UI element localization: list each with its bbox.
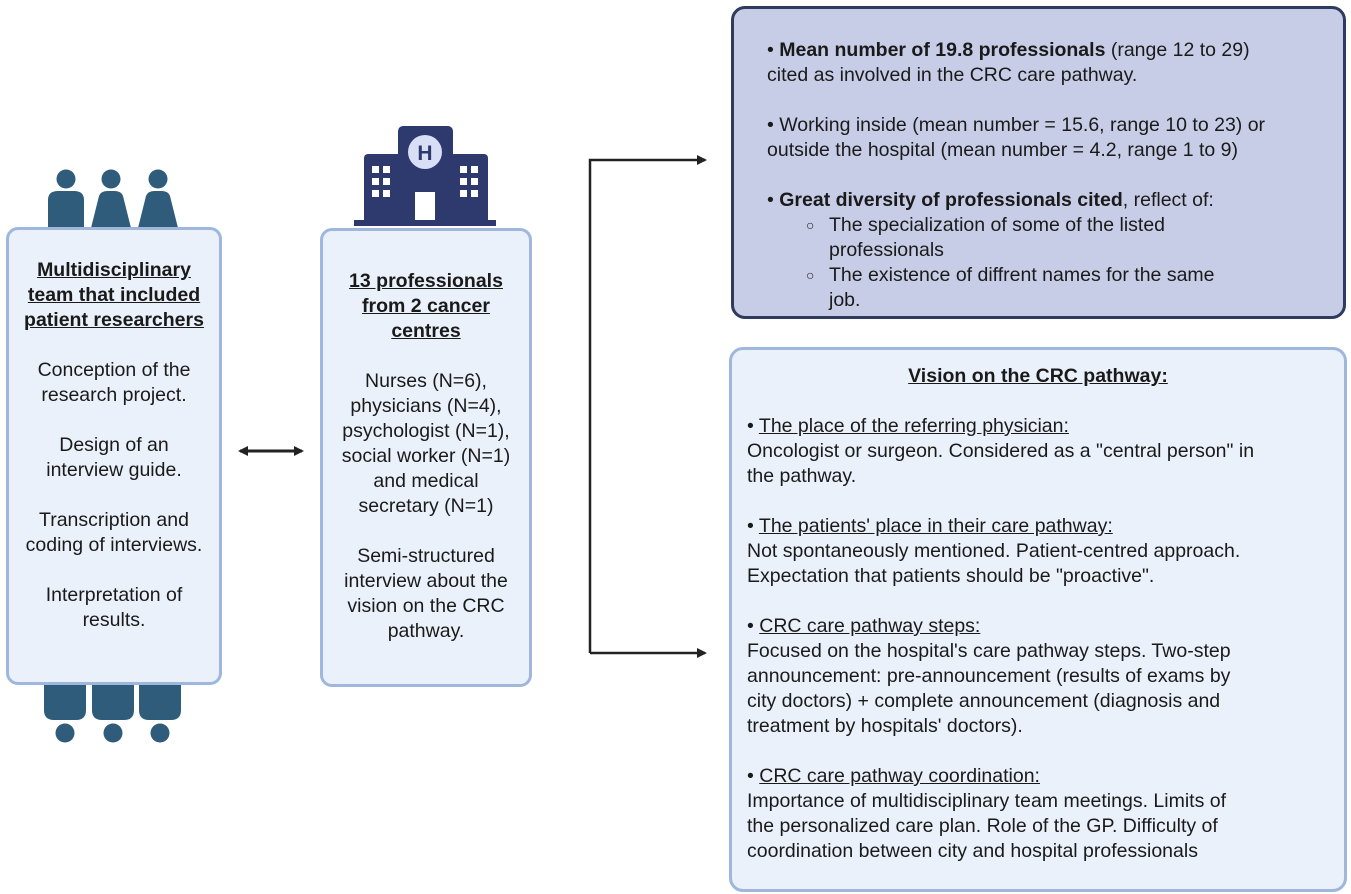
vision-section-patients-place: • The patients' place in their care path…	[747, 515, 1241, 587]
vision-panel: Vision on the CRC pathway: • The place o…	[729, 347, 1347, 892]
people-group-icon	[48, 169, 178, 228]
professionals-results-panel: • Mean number of 19.8 professionals (ran…	[731, 6, 1346, 319]
vision-section-coordination: • CRC care pathway coordination: Importa…	[747, 765, 1227, 862]
research-team-title: Multidisciplinary team that included pat…	[24, 259, 204, 331]
method-description: Semi-structured interview about the visi…	[344, 545, 508, 642]
diversity-subitem-specialization: ○ The specialization of some of the list…	[806, 214, 1166, 261]
participants-panel: 13 professionals from 2 cancer centres N…	[320, 228, 532, 687]
vision-section-pathway-steps: • CRC care pathway steps: Focused on the…	[747, 615, 1231, 737]
research-team-panel: Multidisciplinary team that included pat…	[6, 227, 222, 685]
result-mean-professionals: • Mean number of 19.8 professionals (ran…	[767, 39, 1250, 86]
participants-title: 13 professionals from 2 cancer centres	[349, 270, 503, 342]
vision-section-referring-physician: • The place of the referring physician: …	[747, 415, 1255, 487]
result-diversity: • Great diversity of professionals cited…	[767, 188, 1337, 313]
svg-text:H: H	[417, 142, 432, 165]
hospital-icon: H	[354, 126, 496, 226]
result-inside-outside: • Working inside (mean number = 15.6, ra…	[767, 114, 1266, 161]
diversity-subitem-names: ○ The existence of diffrent names for th…	[806, 264, 1215, 311]
people-group-bottom-icon	[44, 685, 181, 743]
bracket-arrow-icon	[588, 155, 707, 658]
vision-title: Vision on the CRC pathway:	[908, 365, 1168, 387]
participants-list: Nurses (N=6), physicians (N=4), psycholo…	[341, 370, 511, 517]
